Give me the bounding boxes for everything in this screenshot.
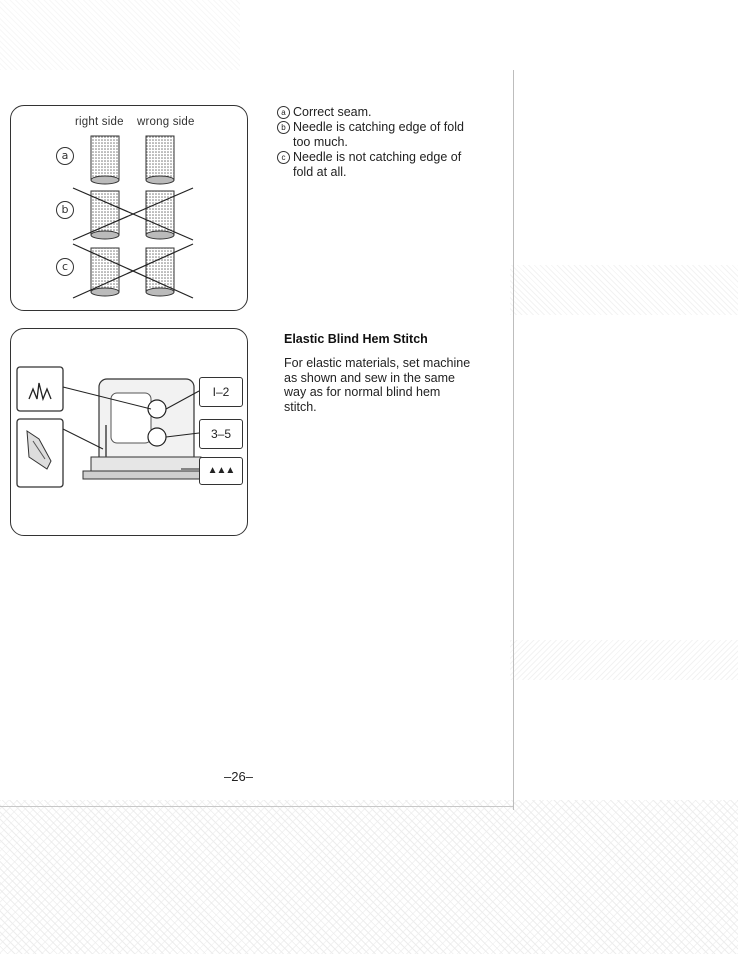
leader-length — [165, 432, 200, 438]
scan-noise-right-lower — [510, 640, 738, 680]
cross-b-2 — [72, 187, 194, 241]
stitch-length-setting: 3–5 — [199, 419, 243, 449]
legend-marker-c: c — [277, 151, 290, 164]
machine-settings-figure: I–2 3–5 ▲▲▲ — [10, 328, 248, 536]
sewing-machine-body — [82, 378, 204, 480]
sewing-machine-illustration — [16, 366, 204, 488]
presser-foot-icon — [26, 430, 52, 470]
legend-text-a: Correct seam. — [293, 105, 372, 119]
legend-item-b: b Needle is catching edge of fold too mu… — [277, 120, 477, 150]
leader-foot — [62, 428, 104, 450]
legend-text-b: Needle is catching edge of fold too much… — [293, 120, 464, 149]
fold-a-right — [90, 135, 120, 185]
fabric-fold-illustrations — [72, 135, 194, 299]
stitch-width-setting: I–2 — [199, 377, 243, 407]
page-edge-vertical — [513, 70, 514, 810]
row-marker-c: c — [56, 258, 74, 276]
column-label-wrong-side: wrong side — [137, 116, 195, 128]
section-heading: Elastic Blind Hem Stitch — [284, 332, 428, 346]
scan-noise-right-upper — [510, 265, 738, 315]
fold-c-right — [90, 247, 120, 297]
legend-item-a: a Correct seam. — [277, 105, 477, 120]
fold-c-wrong — [145, 247, 175, 297]
elastic-stitch-pattern-icon — [28, 382, 52, 402]
row-marker-a: a — [56, 147, 74, 165]
legend-item-c: c Needle is not catching edge of fold at… — [277, 150, 477, 180]
cross-c-2 — [72, 243, 194, 299]
legend-marker-a: a — [277, 106, 290, 119]
column-label-right-side: right side — [75, 116, 124, 128]
leader-width — [165, 390, 200, 410]
feed-dog-setting: ▲▲▲ — [199, 457, 243, 485]
legend-text-c: Needle is not catching edge of fold at a… — [293, 150, 462, 179]
seam-comparison-figure: right side wrong side a b c — [10, 105, 248, 311]
row-marker-b: b — [56, 201, 74, 219]
fold-a-wrong — [145, 135, 175, 185]
page-edge-horizontal — [0, 806, 513, 807]
page-number: –26– — [224, 769, 253, 784]
scan-noise-top — [0, 0, 240, 70]
seam-legend: a Correct seam. b Needle is catching edg… — [277, 105, 477, 180]
scan-noise-bottom — [0, 800, 738, 954]
stitch-length-dial — [147, 427, 167, 447]
section-body: For elastic materials, set machine as sh… — [284, 356, 471, 414]
leader-pattern — [62, 386, 152, 410]
fold-b-wrong — [145, 190, 175, 240]
legend-marker-b: b — [277, 121, 290, 134]
